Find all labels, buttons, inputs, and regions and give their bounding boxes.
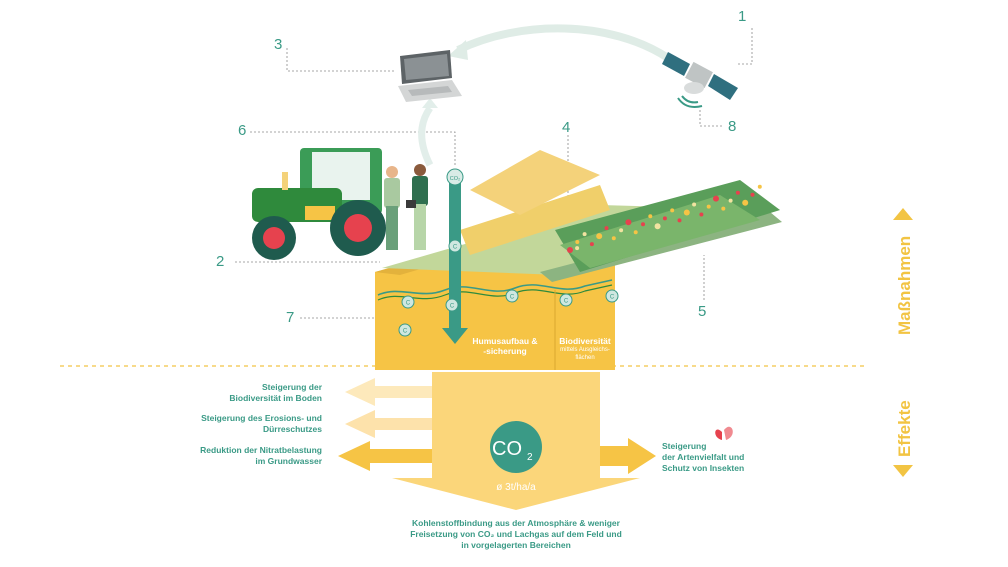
carbon-atom — [445, 298, 459, 312]
flower-dot — [721, 206, 726, 211]
biodiversity-label: Biodiversität mittels Ausgleichs- fläche… — [559, 336, 611, 361]
flower-dot — [641, 222, 645, 227]
farmer-figure — [384, 166, 400, 250]
flower-dot — [648, 214, 653, 219]
marker-1: 1 — [738, 8, 747, 25]
flower-dot — [750, 192, 755, 197]
flower-dot — [582, 232, 587, 237]
flower-dot — [567, 247, 573, 253]
flower-dot — [692, 202, 697, 207]
data-arrow-head — [422, 98, 438, 108]
side-label-measures: Maßnahmen — [895, 235, 914, 335]
up-arrow-icon — [893, 208, 913, 220]
flower-dot — [735, 190, 740, 195]
flower-dot — [683, 209, 690, 216]
carbon-atom-label: C — [510, 295, 515, 301]
flower-dot — [706, 204, 711, 209]
co2-mini-label: CO₂ — [450, 176, 460, 182]
tractor-icon — [252, 148, 386, 260]
carbon-atom-label: C — [453, 245, 458, 251]
co2-mini-icon — [446, 168, 464, 186]
satellite-icon — [662, 52, 738, 108]
co2-symbol: CO — [492, 438, 522, 460]
carbon-atom — [448, 239, 462, 253]
carbon-flow-arrow — [442, 328, 468, 344]
co2-circle — [490, 421, 542, 473]
effect-nitrate: Reduktion der Nitratbelastung im Grundwa… — [200, 445, 322, 466]
carbon-atom-label: C — [403, 329, 408, 335]
flower-dot — [633, 230, 638, 235]
carbon-atom — [401, 295, 415, 309]
side-label-effects: Effekte — [895, 400, 914, 457]
satellite-link-arrow — [456, 24, 671, 62]
flower-dot — [728, 198, 733, 203]
carbon-atom — [605, 289, 619, 303]
flower-dot — [670, 208, 675, 213]
marker-8: 8 — [728, 118, 737, 135]
wheat-field — [460, 150, 610, 255]
effect-erosion: Steigerung des Erosions- und Dürreschutz… — [201, 413, 322, 434]
satellite-arrow-head — [448, 40, 468, 60]
flower-dot — [575, 246, 580, 251]
flower-dot — [713, 195, 719, 202]
data-link-arrow — [418, 105, 434, 167]
flower-dot — [625, 219, 632, 226]
flower-dot — [611, 236, 616, 241]
advisor-figure — [406, 164, 428, 250]
flower-dot — [677, 218, 682, 223]
flower-dot — [654, 223, 661, 230]
down-arrow-icon — [893, 465, 913, 477]
effect-carbon-binding: Kohlenstoffbindung aus der Atmosphäre & … — [410, 518, 622, 550]
carbon-atom-label: C — [610, 295, 615, 301]
flower-strip — [555, 180, 780, 272]
flower-dot — [742, 199, 749, 206]
flower-dot — [596, 233, 603, 240]
carbon-atom-label: C — [450, 304, 455, 310]
flower-dot — [604, 226, 609, 231]
carbon-atom — [398, 323, 412, 337]
marker-7: 7 — [286, 309, 295, 326]
laptop-icon — [398, 50, 462, 102]
humus-label: Humusaufbau & -sicherung — [472, 336, 538, 356]
carbon-atom-label: C — [564, 299, 569, 305]
effect-arrow-biodiversity-soil — [345, 378, 435, 406]
flower-dot — [589, 242, 594, 247]
effect-insects: Steigerung der Artenvielfalt und Schutz … — [662, 441, 745, 473]
carbon-atom-label: C — [406, 301, 411, 307]
co2-subscript: 2 — [527, 452, 533, 463]
effect-biodiversity-soil: Steigerung der Biodiversität im Boden — [229, 382, 322, 403]
marker-4: 4 — [562, 119, 571, 136]
carbon-atoms: C C C C C C C — [398, 239, 619, 337]
flower-dot — [699, 212, 704, 217]
effect-arrow-insects — [600, 438, 656, 474]
marker-3: 3 — [274, 36, 283, 53]
carbon-atom — [505, 289, 519, 303]
marker-6: 6 — [238, 122, 247, 139]
effect-arrow-nitrate — [338, 441, 435, 471]
flower-dots — [567, 184, 762, 253]
flower-dot — [575, 240, 580, 244]
carbon-atom — [559, 293, 573, 307]
marker-2: 2 — [216, 253, 225, 270]
root-line — [377, 279, 613, 296]
butterfly-icon — [715, 426, 733, 440]
marker-5: 5 — [698, 303, 707, 320]
flower-dot — [662, 216, 667, 221]
co2-rate: ø 3t/ha/a — [496, 482, 536, 493]
flower-dot — [619, 228, 624, 233]
effect-arrow-erosion — [345, 410, 435, 438]
flower-dot — [757, 184, 762, 189]
